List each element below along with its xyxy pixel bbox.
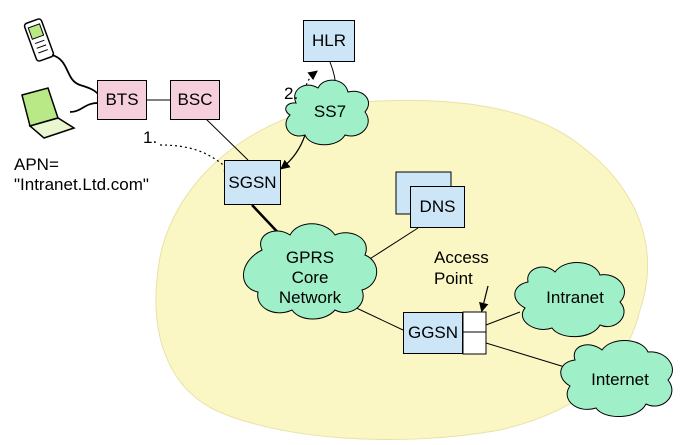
gprs-core-label-line1: GPRS (285, 248, 335, 267)
gprs-core-cloud (243, 223, 378, 320)
access-point-port-bottom (462, 331, 487, 355)
sgsn-label: SGSN (228, 172, 277, 192)
gprs-core-label-line3: Network (278, 288, 342, 307)
sgsn-node: SGSN (224, 160, 281, 205)
ggsn-label: GGSN (407, 323, 459, 342)
mobile-phone-icon (23, 18, 101, 97)
connections (147, 61, 569, 369)
access-point-label-line1: Access (434, 248, 489, 267)
intranet-label: Intranet (546, 288, 604, 307)
hlr-node: HLR (303, 20, 355, 62)
bsc-node: BSC (170, 80, 220, 120)
ggsn-node: GGSN (403, 312, 463, 354)
internet-label: Internet (591, 370, 649, 389)
apn-label-line1: APN= (14, 155, 59, 174)
bsc-label: BSC (177, 90, 213, 109)
ss7-to-sgsn-arrow (280, 134, 306, 170)
access-point-label-line2: Point (434, 269, 473, 288)
step1-arrow (159, 144, 234, 174)
internet-cloud (560, 340, 673, 418)
laptop-icon (21, 87, 101, 139)
bts-label: BTS (105, 90, 139, 109)
signalling-arrows (159, 70, 489, 313)
dns-label: DNS (419, 197, 456, 216)
bts-node: BTS (97, 80, 147, 120)
intranet-cloud (514, 262, 625, 338)
dns-node: DNS (410, 186, 465, 228)
apn-label-line2: "Intranet.Ltd.com" (14, 175, 149, 194)
hlr-label: HLR (311, 31, 346, 50)
step1-label: 1. (143, 128, 158, 147)
gprs-core-label: GPRS Core Network (255, 248, 365, 308)
access-point-arrow (479, 285, 489, 313)
ss7-cloud (285, 79, 370, 146)
step2-label: 2. (284, 84, 299, 103)
access-point-port-top (462, 311, 487, 333)
gprs-core-label-line2: Core (291, 268, 329, 287)
ss7-label: SS7 (313, 102, 347, 121)
